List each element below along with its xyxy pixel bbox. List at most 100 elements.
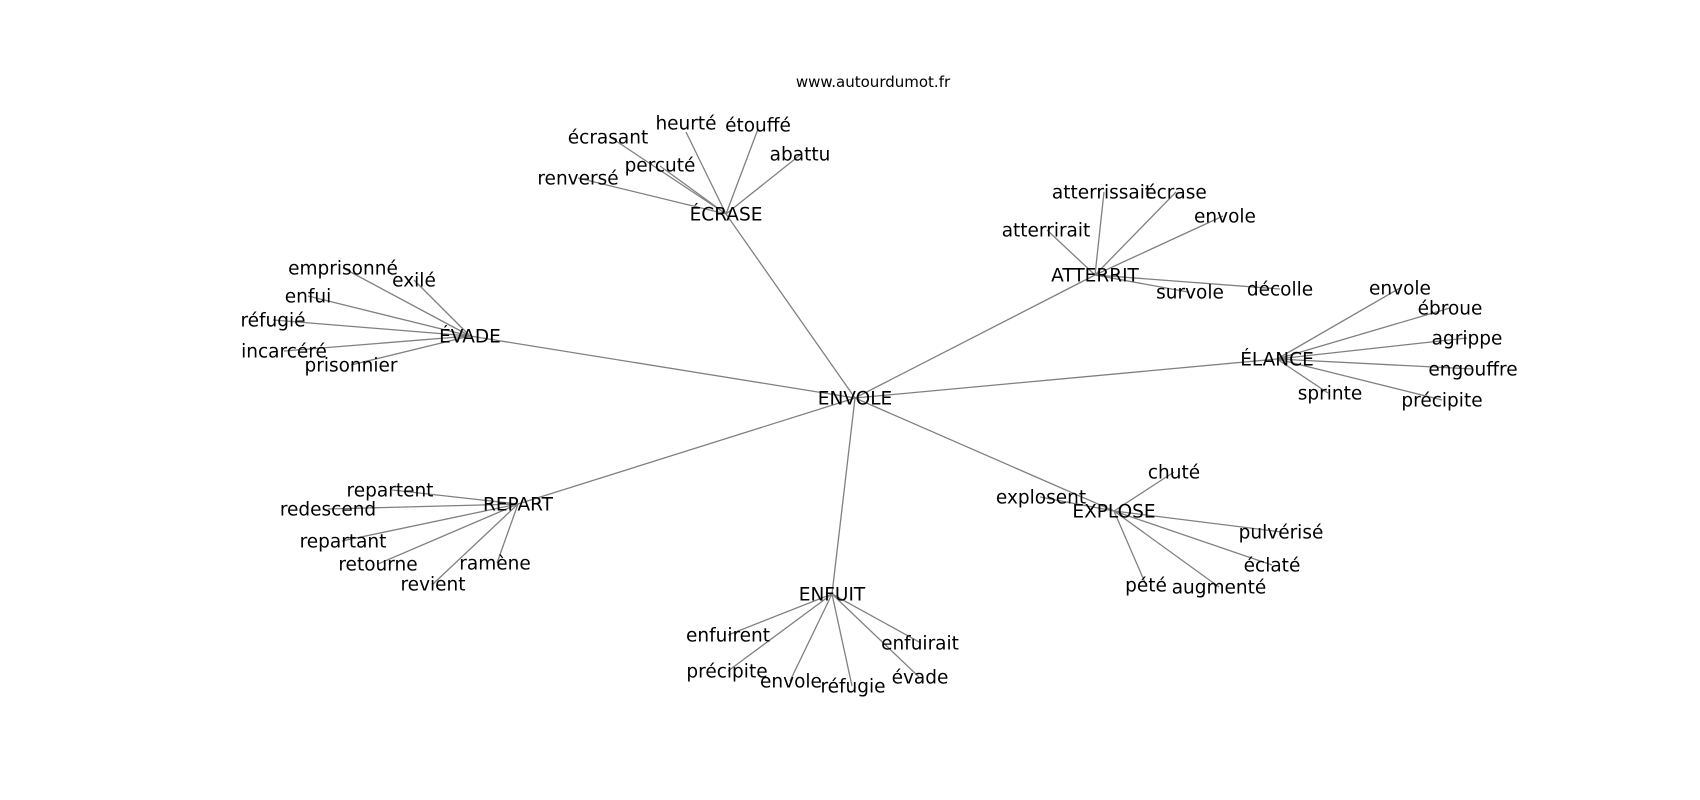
leaf-node-explose-3[interactable]: éclaté: [1244, 555, 1301, 576]
edge-ecrase-leaf-2: [609, 136, 727, 215]
leaf-node-enfuit-4[interactable]: envole: [760, 671, 822, 692]
leaf-node-elance-1[interactable]: ébroue: [1418, 298, 1483, 319]
leaf-node-repart-4[interactable]: ramène: [459, 553, 530, 574]
edge-evade-leaf-5: [350, 335, 471, 366]
leaf-node-enfuit-0[interactable]: enfuirent: [686, 625, 770, 646]
edge-atterrit-leaf-1: [1094, 191, 1177, 276]
edge-center-repart: [517, 397, 856, 505]
edge-ecrase-leaf-3: [725, 154, 801, 215]
edge-explose-leaf-4: [1113, 510, 1147, 586]
leaf-node-elance-4[interactable]: sprinte: [1298, 383, 1363, 404]
edge-repart-leaf-3: [377, 503, 519, 565]
edge-evade-leaf-0: [342, 267, 471, 337]
labels: ENVOLE ÉCRASE heurté étouffé écrasant abattu p…: [240, 113, 1517, 697]
leaf-node-elance-0[interactable]: envole: [1369, 278, 1431, 299]
leaf-node-repart-5[interactable]: revient: [400, 574, 465, 595]
edge-atterrit-leaf-5: [1094, 274, 1189, 293]
edge-elance-leaf-2: [1276, 337, 1468, 360]
leaf-node-ecrase-2[interactable]: écrasant: [568, 127, 648, 148]
leaf-node-repart-0[interactable]: repartent: [347, 480, 434, 501]
leaf-node-explose-5[interactable]: augmenté: [1172, 577, 1267, 598]
edge-elance-leaf-1: [1276, 307, 1451, 360]
edge-evade-leaf-3: [272, 319, 471, 337]
edge-atterrit-leaf-4: [1094, 274, 1281, 290]
leaf-node-enfuit-5[interactable]: réfugie: [820, 676, 885, 697]
leaf-node-elance-2[interactable]: agrippe: [1432, 328, 1503, 349]
leaf-node-evade-3[interactable]: réfugié: [240, 310, 305, 331]
edge-ecrase-leaf-0: [685, 131, 727, 215]
edge-explose-leaf-2: [1113, 510, 1283, 533]
leaf-node-repart-1[interactable]: redescend: [280, 499, 376, 520]
edge-evade-leaf-1: [413, 279, 471, 337]
edge-center-explose: [854, 397, 1115, 512]
edge-elance-leaf-3: [1276, 358, 1474, 370]
edge-enfuit-leaf-2: [727, 593, 833, 672]
edge-repart-leaf-1: [327, 503, 519, 510]
leaf-node-evade-0[interactable]: emprisonné: [288, 258, 398, 279]
edge-explose-leaf-0: [1113, 471, 1175, 512]
edge-repart-leaf-4: [496, 503, 519, 564]
leaf-node-atterrit-0[interactable]: atterrissait: [1052, 182, 1152, 203]
leaf-node-explose-4[interactable]: pété: [1125, 575, 1167, 596]
edge-enfuit-leaf-3: [831, 593, 920, 678]
leaf-node-ecrase-3[interactable]: abattu: [770, 144, 831, 165]
edge-enfuit-leaf-5: [831, 593, 853, 687]
leaf-node-evade-1[interactable]: exilé: [392, 270, 436, 291]
leaf-node-explose-2[interactable]: pulvérisé: [1239, 522, 1324, 543]
edge-atterrit-leaf-0: [1094, 191, 1105, 276]
edge-center-ecrase: [725, 213, 856, 399]
edge-enfuit-leaf-1: [831, 593, 922, 644]
edge-elance-leaf-0: [1276, 287, 1401, 360]
leaf-node-ecrase-4[interactable]: percuté: [625, 155, 696, 176]
leaf-node-evade-2[interactable]: enfui: [285, 286, 332, 307]
edge-ecrase-leaf-5: [577, 177, 727, 215]
leaf-node-explose-1[interactable]: explosent: [996, 487, 1086, 508]
edge-enfuit-leaf-4: [789, 593, 833, 682]
leaf-node-enfuit-1[interactable]: enfuirait: [881, 633, 959, 654]
edge-repart-leaf-2: [341, 503, 519, 542]
edge-center-enfuit: [831, 397, 856, 595]
hub-node-elance[interactable]: ÉLANCE: [1240, 348, 1314, 370]
leaf-node-ecrase-1[interactable]: étouffé: [725, 115, 791, 136]
leaf-node-elance-3[interactable]: engouffre: [1428, 359, 1517, 380]
leaf-node-evade-4[interactable]: incarcéré: [241, 341, 327, 362]
hub-node-repart[interactable]: REPART: [483, 494, 554, 515]
leaf-node-enfuit-3[interactable]: évade: [892, 667, 949, 688]
hub-node-evade[interactable]: ÉVADE: [439, 325, 501, 347]
leaf-node-elance-5[interactable]: précipite: [1401, 390, 1482, 411]
edge-center-elance: [854, 358, 1278, 399]
source-watermark: www.autourdumot.fr: [796, 73, 951, 91]
hub-node-enfuit[interactable]: ENFUIT: [799, 584, 866, 605]
edge-atterrit-leaf-3: [1094, 215, 1224, 276]
leaf-node-atterrit-1[interactable]: écrase: [1145, 182, 1207, 203]
leaf-node-ecrase-5[interactable]: renversé: [537, 168, 618, 189]
leaf-node-atterrit-4[interactable]: décolle: [1247, 279, 1313, 300]
hub-node-ecrase[interactable]: ÉCRASE: [690, 203, 763, 225]
hub-node-atterrit[interactable]: ATTERRIT: [1051, 265, 1139, 286]
edge-explose-leaf-5: [1113, 510, 1220, 588]
leaf-node-evade-5[interactable]: prisonnier: [304, 355, 397, 376]
center-node-label[interactable]: ENVOLE: [818, 388, 892, 409]
leaf-node-atterrit-2[interactable]: atterrirait: [1002, 220, 1091, 241]
edge-ecrase-leaf-4: [659, 165, 727, 215]
edge-evade-leaf-4: [283, 335, 471, 352]
edge-repart-leaf-5: [432, 503, 519, 585]
edge-elance-leaf-4: [1276, 358, 1329, 394]
edge-evade-leaf-2: [307, 295, 471, 337]
leaf-node-repart-3[interactable]: retourne: [338, 554, 417, 575]
edge-center-evade: [469, 335, 856, 399]
leaf-node-ecrase-0[interactable]: heurté: [655, 113, 716, 134]
hub-node-explose[interactable]: EXPLOSE: [1072, 501, 1155, 522]
leaf-node-explose-0[interactable]: chuté: [1148, 462, 1200, 483]
edge-explose-leaf-1: [1039, 496, 1115, 512]
edges: [272, 128, 1474, 687]
leaf-node-atterrit-3[interactable]: envole: [1194, 206, 1256, 227]
leaf-node-enfuit-2[interactable]: précipite: [686, 661, 767, 682]
leaf-node-atterrit-5[interactable]: survole: [1156, 282, 1224, 303]
edge-center-atterrit: [854, 274, 1096, 399]
edge-explose-leaf-3: [1113, 510, 1273, 566]
leaf-node-repart-2[interactable]: repartant: [300, 531, 387, 552]
edge-elance-leaf-5: [1276, 358, 1443, 401]
edge-repart-leaf-0: [391, 489, 519, 505]
